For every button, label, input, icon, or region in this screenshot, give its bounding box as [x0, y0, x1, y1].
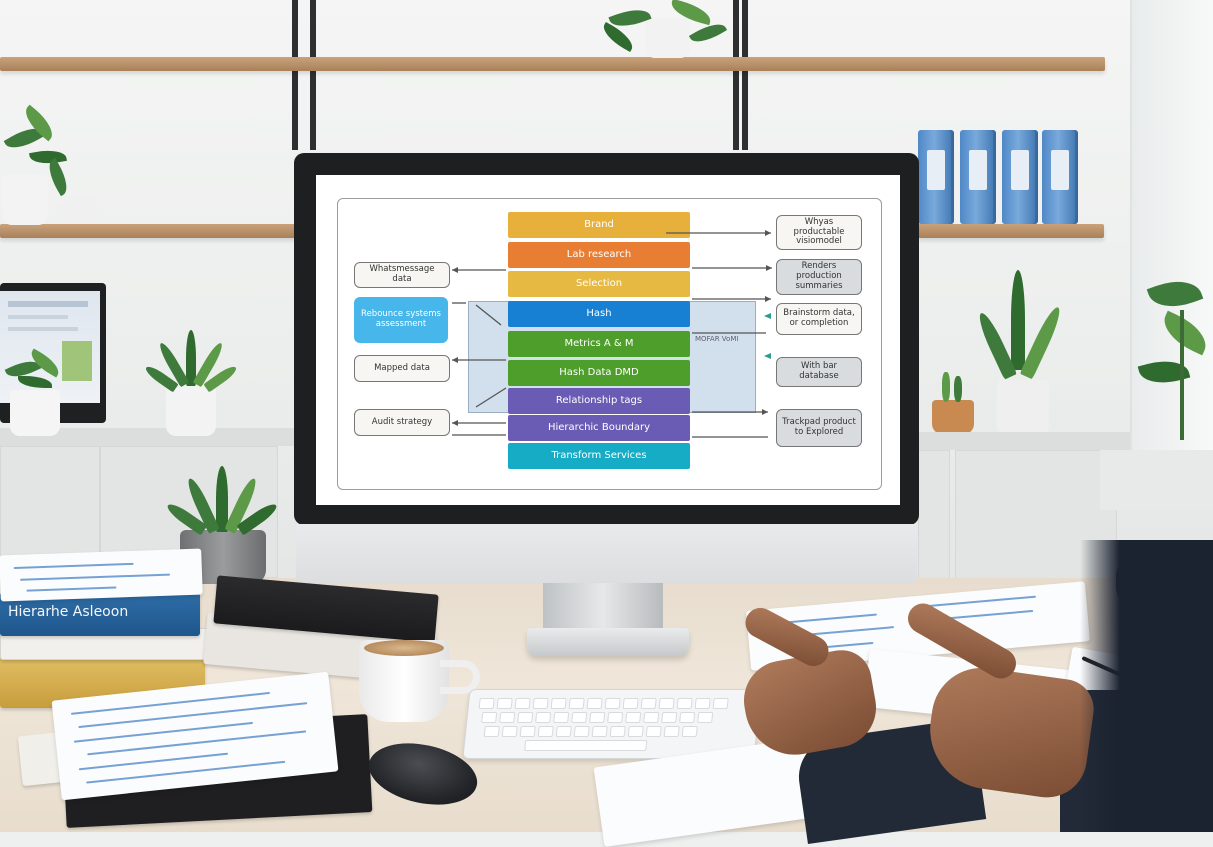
potted-plant-icon — [4, 348, 66, 436]
binder — [960, 130, 996, 224]
layer-label: Brand — [584, 219, 614, 230]
shelf-pole — [292, 0, 298, 150]
monitor-stand-base — [527, 628, 689, 656]
layer-label: Metrics A & M — [564, 338, 634, 349]
potted-plant-icon — [932, 372, 974, 434]
box-label: Whyas productable visiomodel — [793, 216, 845, 247]
diagram-left-box: Whatsmessage data — [354, 262, 450, 288]
diagram-layer: Hash Data DMD — [508, 360, 690, 386]
box-label: Whatsmessage data — [369, 264, 435, 284]
counter — [918, 432, 1130, 450]
monitor-stand — [543, 583, 663, 633]
shelf-pole — [310, 0, 316, 150]
window-light — [1130, 0, 1213, 470]
book-spine-title: Hierarhe Asleoon — [8, 604, 129, 620]
layer-label: Lab research — [566, 249, 632, 260]
diagram-right-box: With bar database — [776, 357, 862, 387]
shelf-pole — [742, 0, 748, 150]
diagram-layer: Hash — [508, 301, 690, 327]
box-label: Brainstorm data, or completion — [783, 308, 855, 328]
box-label: Mapped data — [374, 362, 430, 373]
potted-plant-icon — [598, 0, 730, 60]
counter — [0, 428, 300, 446]
diagram-layer: Brand — [508, 212, 690, 238]
middle-shelf-left — [0, 224, 300, 238]
binder — [1042, 130, 1078, 224]
layer-label: Hash Data DMD — [559, 367, 639, 378]
diagram-layer: Transform Services — [508, 443, 690, 469]
layer-label: Hierarchic Boundary — [547, 422, 651, 433]
secondary-monitor-screen — [0, 291, 100, 403]
diagram-layer: Relationship tags — [508, 388, 690, 414]
box-label: Renders production summaries — [795, 261, 843, 291]
diagram-left-box: Rebounce systems assessment — [354, 297, 448, 343]
diagram-right-box: Brainstorm data, or completion — [776, 303, 862, 335]
potted-plant-icon — [143, 326, 239, 436]
layer-label: Transform Services — [551, 450, 647, 461]
diagram-right-box: Renders production summaries — [776, 259, 862, 295]
overlay-label: MOFAR VoMI — [695, 335, 739, 343]
box-label: With bar database — [799, 361, 839, 381]
diagram-connectors — [452, 230, 772, 438]
binder — [1002, 130, 1038, 224]
layer-label: Relationship tags — [555, 395, 643, 406]
person-body — [1080, 540, 1213, 832]
layer-label: Hash — [586, 308, 612, 319]
diagram-left-box: Audit strategy — [354, 409, 450, 436]
diagram-right-box: Whyas productable visiomodel — [776, 215, 862, 250]
cup-handle — [440, 660, 480, 694]
upper-shelf — [0, 57, 1105, 71]
potted-plant-icon — [974, 260, 1065, 436]
shelf-pole — [733, 0, 739, 150]
diagram-layer: Selection — [508, 271, 690, 297]
binder — [918, 130, 954, 224]
potted-plant-icon — [1137, 270, 1213, 440]
monitor-chin — [296, 524, 917, 584]
diagram-left-box: Mapped data — [354, 355, 450, 382]
box-label: Rebounce systems assessment — [361, 309, 441, 329]
box-label: Trackpad product to Explored — [782, 417, 856, 437]
middle-shelf-right — [918, 224, 1104, 238]
diagram-layer: Metrics A & M — [508, 331, 690, 357]
diagram-layer: Hierarchic Boundary — [508, 415, 690, 441]
keyboard-icon — [462, 689, 762, 759]
layer-label: Selection — [575, 278, 623, 289]
cabinet — [918, 450, 950, 582]
diagram-right-box: Trackpad product to Explored — [776, 409, 862, 447]
potted-plant-icon — [0, 104, 115, 225]
box-label: Audit strategy — [371, 416, 433, 427]
diagram-layer: Lab research — [508, 242, 690, 268]
note-paper — [0, 548, 203, 602]
window-sill — [1100, 450, 1213, 510]
coffee — [364, 640, 444, 656]
